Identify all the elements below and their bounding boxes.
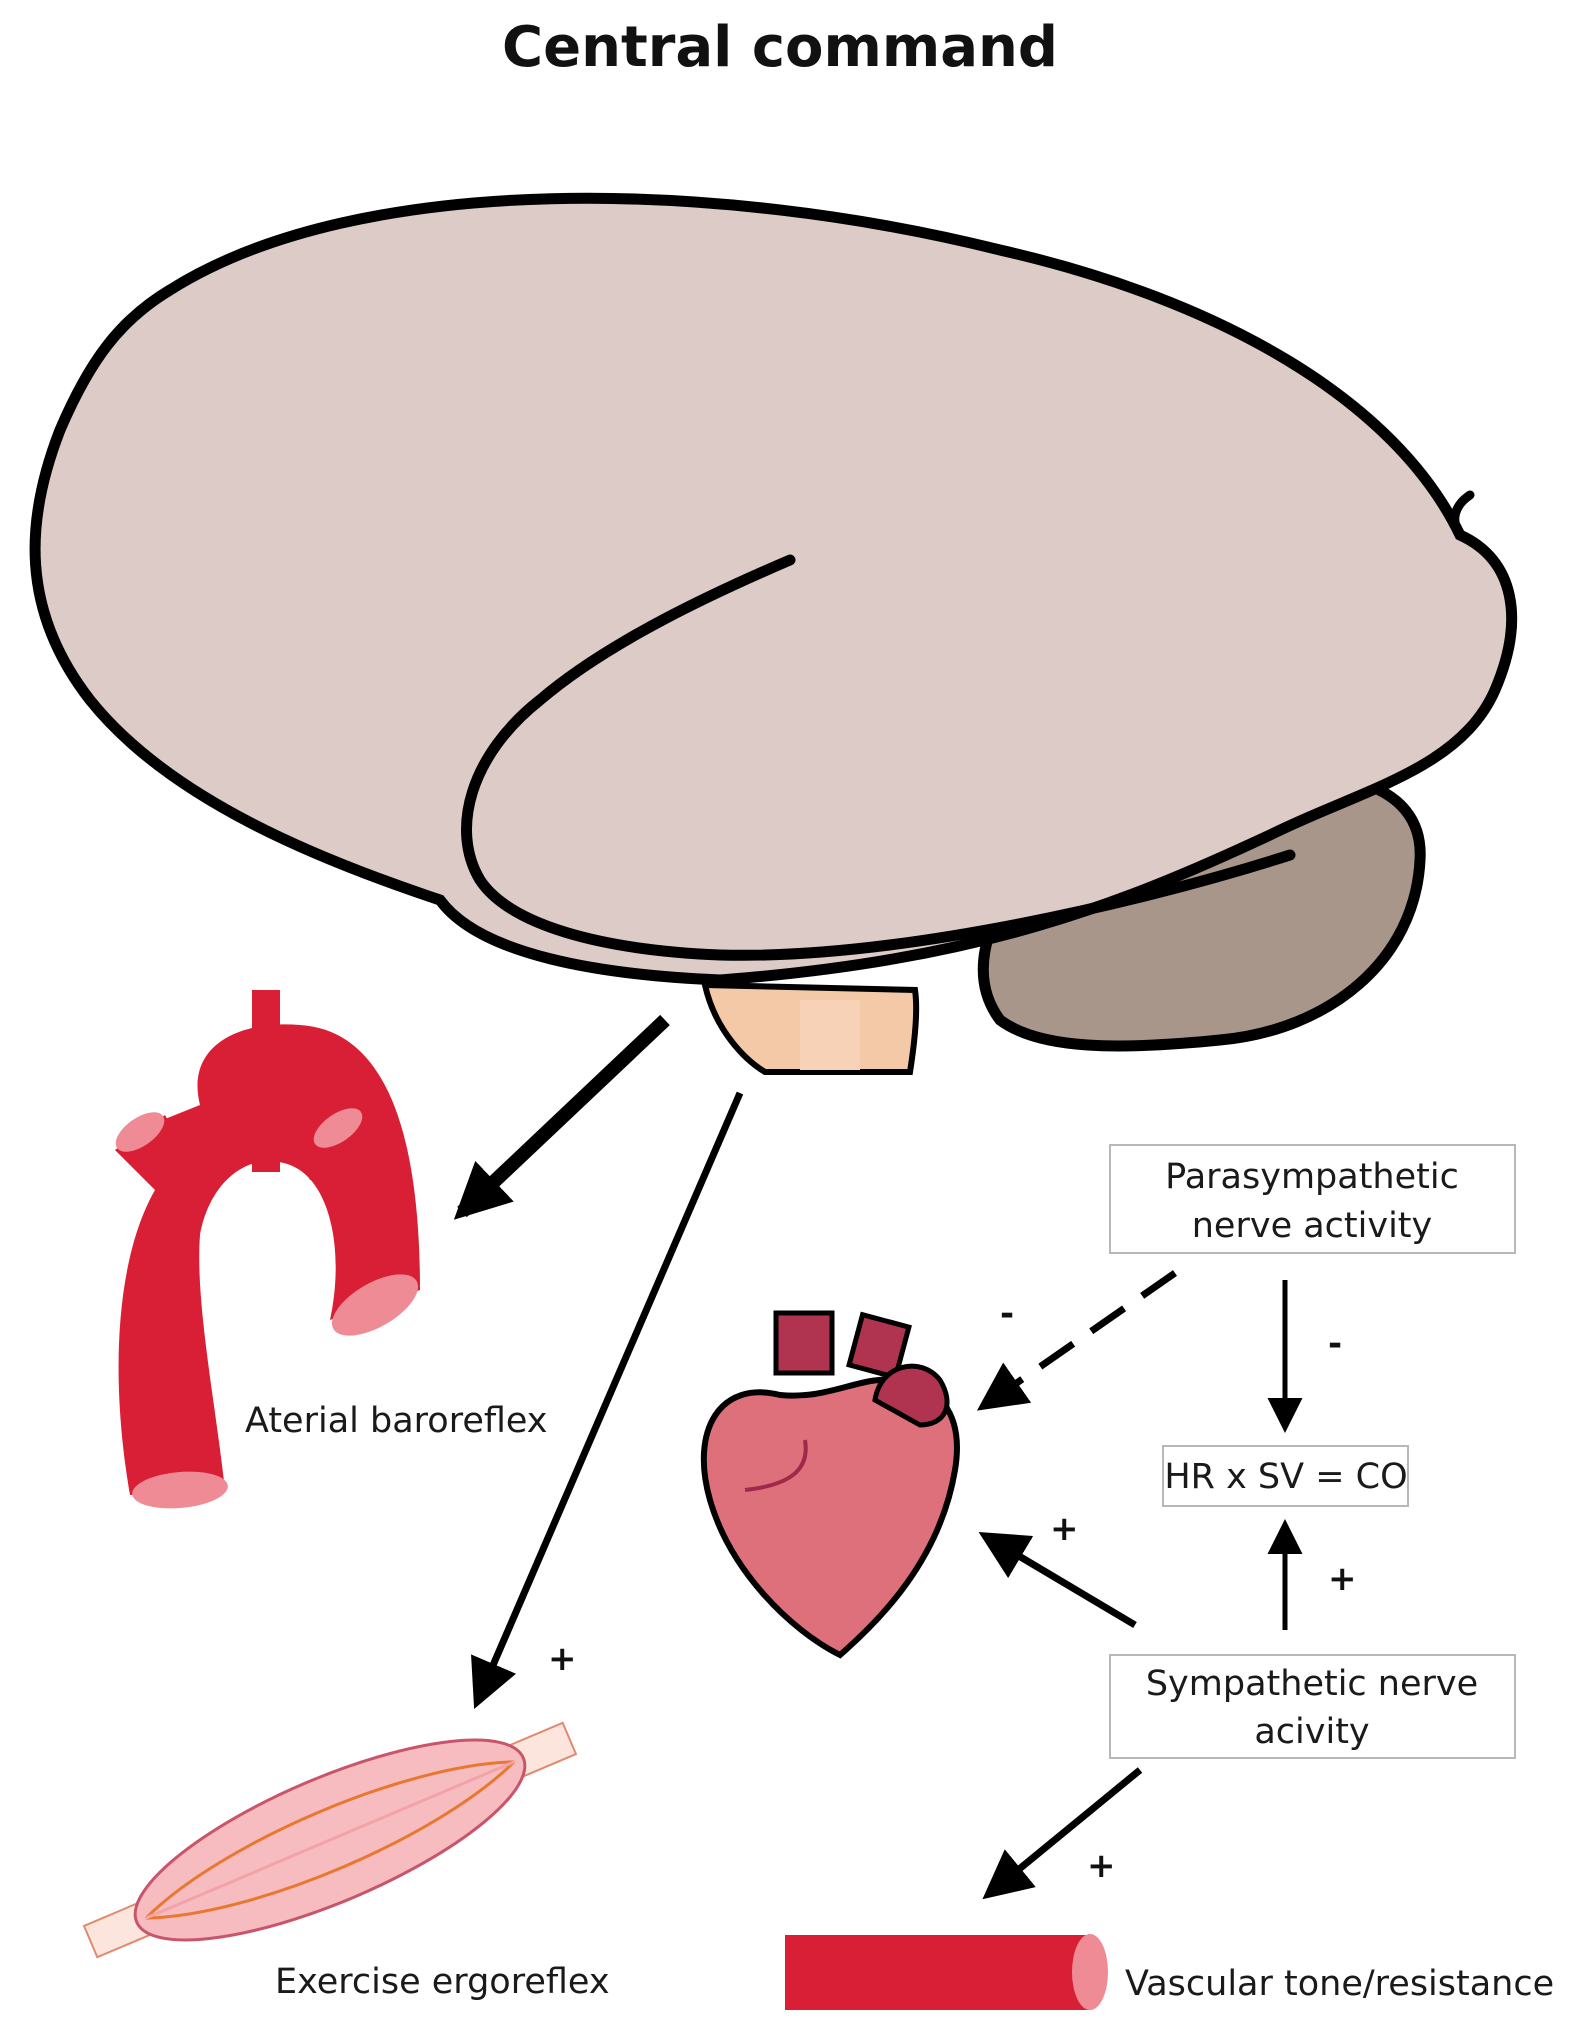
sign-symp-to-heart: + bbox=[1050, 1509, 1079, 1549]
arrow-brain-to-artery bbox=[453, 1014, 670, 1220]
brainstem-highlight bbox=[800, 1000, 860, 1070]
sympathetic-box bbox=[1109, 1654, 1516, 1759]
parasympathetic-line-1: Parasympathetic bbox=[1165, 1157, 1459, 1197]
sign-symp-to-co: + bbox=[1328, 1559, 1357, 1599]
parasympathetic-box bbox=[1109, 1144, 1516, 1254]
muscle-fiber-1 bbox=[144, 1760, 515, 1920]
temporal-lobe-outline bbox=[461, 554, 1296, 961]
sign-brain-to-muscle: + bbox=[548, 1639, 577, 1679]
arrow-brain-to-muscle bbox=[471, 1091, 744, 1709]
aortic-branch-left-end bbox=[115, 1112, 165, 1152]
cardiac-output-label: HR x SV = CO bbox=[1164, 1457, 1407, 1497]
arrow-symp-to-vessel bbox=[982, 1767, 1143, 1900]
aortic-branch-right-end bbox=[313, 1108, 363, 1148]
label-baroreflex: Aterial baroreflex bbox=[245, 1401, 548, 1441]
sign-para-to-co: - bbox=[1328, 1324, 1342, 1364]
brain-icon bbox=[29, 192, 1517, 1075]
arrow-para-to-heart bbox=[976, 1270, 1177, 1411]
sign-symp-to-vessel: + bbox=[1087, 1846, 1116, 1886]
aortic-branch-left bbox=[118, 1115, 195, 1190]
aortic-arch-end-2 bbox=[132, 1471, 228, 1509]
sympathetic-line-2: acivity bbox=[1254, 1712, 1369, 1752]
heart-vessel-2 bbox=[846, 1311, 912, 1381]
label-vascular: Vascular tone/resistance bbox=[1125, 1964, 1554, 2004]
heart-atrium bbox=[872, 1363, 950, 1428]
sign-para-to-heart: - bbox=[1000, 1294, 1014, 1334]
cerebrum-shape bbox=[29, 192, 1517, 986]
diagram-title: Central command bbox=[502, 15, 1058, 80]
heart-icon bbox=[700, 1310, 960, 1659]
heart-vessel-1 bbox=[773, 1310, 835, 1376]
vessel-icon bbox=[785, 1934, 1108, 2010]
parasympathetic-line-2: nerve activity bbox=[1192, 1206, 1433, 1246]
arrow-symp-to-heart bbox=[978, 1531, 1137, 1629]
vessel-end bbox=[1072, 1934, 1108, 2010]
heart-coronary bbox=[744, 1439, 808, 1492]
label-ergoreflex: Exercise ergoreflex bbox=[275, 1962, 610, 2002]
muscle-fiber-2 bbox=[145, 1760, 516, 1920]
muscle-icon bbox=[82, 1721, 578, 1959]
aortic-arch-icon bbox=[115, 990, 420, 1509]
cardiac-output-box bbox=[1162, 1445, 1409, 1507]
aortic-arch-end-1 bbox=[332, 1274, 418, 1336]
frontal-notch bbox=[1450, 490, 1475, 540]
vessel-shape bbox=[785, 1935, 1090, 2010]
sympathetic-line-1: Sympathetic nerve bbox=[1146, 1664, 1478, 1704]
muscle-fiber-3 bbox=[145, 1760, 515, 1920]
